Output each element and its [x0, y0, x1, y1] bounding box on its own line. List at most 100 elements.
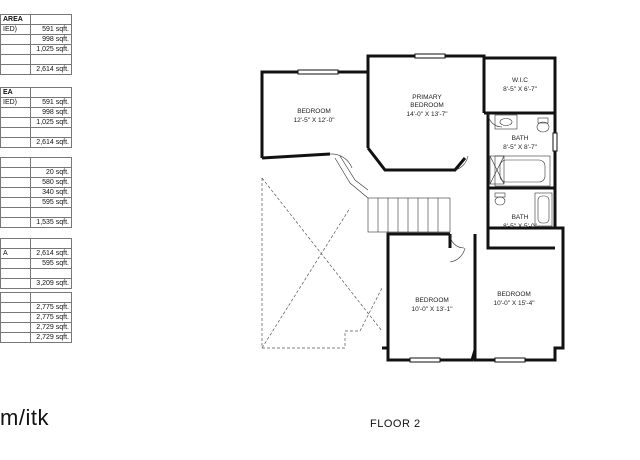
- area-table-title-value: [30, 238, 72, 249]
- area-label: [0, 167, 32, 178]
- area-value: 20 sqft.: [30, 167, 72, 178]
- area-value: 1,025 sqft.: [30, 117, 72, 128]
- area-label: [0, 268, 32, 279]
- area-label: [0, 44, 32, 55]
- area-value: 591 sqft.: [30, 24, 72, 35]
- area-value: 2,614 sqft.: [30, 64, 72, 75]
- area-table: 2,775 sqft.2,775 sqft.2,729 sqft.2,729 s…: [0, 292, 72, 343]
- area-label: [0, 54, 32, 65]
- table-row: 1,025 sqft.: [0, 117, 72, 128]
- area-label: IED): [0, 97, 32, 108]
- wic-name: W.I.C: [512, 77, 528, 84]
- area-value: 591 sqft.: [30, 97, 72, 108]
- table-row: [0, 54, 72, 65]
- area-value: 595 sqft.: [30, 197, 72, 208]
- table-row: 2,614 sqft.: [0, 137, 72, 148]
- area-value: 2,775 sqft.: [30, 312, 72, 323]
- area-table: 20 sqft.580 sqft.340 sqft.595 sqft. 1,535…: [0, 157, 72, 228]
- area-table-header: [0, 238, 72, 249]
- area-label: [0, 322, 32, 333]
- area-value: 2,729 sqft.: [30, 332, 72, 343]
- room-labels: BEDROOM 12'-5" X 12'-0" PRIMARY BEDROOM …: [293, 77, 537, 313]
- area-table-title: [0, 157, 32, 168]
- area-label: [0, 187, 32, 198]
- area-label: [0, 177, 32, 188]
- area-label: [0, 332, 32, 343]
- area-table-header: AREA: [0, 14, 72, 25]
- area-label: [0, 302, 32, 313]
- area-label: [0, 217, 32, 228]
- primary-name-1: PRIMARY: [412, 94, 442, 101]
- area-label: [0, 117, 32, 128]
- area-value: 2,729 sqft.: [30, 322, 72, 333]
- area-table-header: EA: [0, 87, 72, 98]
- area-label: IED): [0, 24, 32, 35]
- table-row: 998 sqft.: [0, 107, 72, 118]
- wic-dims: 8'-5" X 6'-7": [503, 86, 538, 93]
- area-value: [30, 54, 72, 65]
- area-table-title: [0, 238, 32, 249]
- area-table-title: [0, 292, 32, 303]
- floor-plan: BEDROOM 12'-5" X 12'-0" PRIMARY BEDROOM …: [260, 53, 565, 363]
- table-row: 580 sqft.: [0, 177, 72, 188]
- area-table-header: [0, 157, 72, 168]
- area-value: [30, 268, 72, 279]
- area-value: 2,614 sqft.: [30, 137, 72, 148]
- floor-label: FLOOR 2: [370, 418, 421, 430]
- bath1-name: BATH: [512, 135, 529, 142]
- open-below-outline: [261, 177, 383, 349]
- bedroom-sw-dims: 10'-0" X 13'-1": [411, 306, 453, 313]
- area-table-title-value: [30, 14, 72, 25]
- area-label: [0, 107, 32, 118]
- primary-name-2: BEDROOM: [410, 102, 444, 109]
- area-label: [0, 127, 32, 138]
- area-table-title: AREA: [0, 14, 32, 25]
- area-value: 595 sqft.: [30, 258, 72, 269]
- area-label: [0, 278, 32, 289]
- bedroom-se-name: BEDROOM: [497, 291, 531, 298]
- area-table-title-value: [30, 292, 72, 303]
- area-value: 3,209 sqft.: [30, 278, 72, 289]
- area-label: [0, 34, 32, 45]
- area-value: 1,025 sqft.: [30, 44, 72, 55]
- table-row: IED)591 sqft.: [0, 24, 72, 35]
- area-label: [0, 207, 32, 218]
- bedroom-sw-name: BEDROOM: [415, 297, 449, 304]
- table-row: 1,535 sqft.: [0, 217, 72, 228]
- area-value: 340 sqft.: [30, 187, 72, 198]
- area-value: 1,535 sqft.: [30, 217, 72, 228]
- table-row: 595 sqft.: [0, 258, 72, 269]
- area-label: A: [0, 248, 32, 259]
- area-table-title-value: [30, 157, 72, 168]
- bath-fixtures: [489, 114, 553, 227]
- area-value: 998 sqft.: [30, 107, 72, 118]
- area-label: [0, 312, 32, 323]
- area-table-title-value: [30, 87, 72, 98]
- table-row: 2,729 sqft.: [0, 322, 72, 333]
- table-row: 1,025 sqft.: [0, 44, 72, 55]
- brand-text: m/itk: [0, 405, 49, 430]
- windows: [297, 53, 558, 363]
- table-row: 2,775 sqft.: [0, 312, 72, 323]
- table-row: [0, 268, 72, 279]
- table-row: [0, 207, 72, 218]
- table-row: 20 sqft.: [0, 167, 72, 178]
- bedroom-nw-dims: 12'-5" X 12'-0": [293, 117, 335, 124]
- table-row: 998 sqft.: [0, 34, 72, 45]
- area-value: 2,775 sqft.: [30, 302, 72, 313]
- table-row: 3,209 sqft.: [0, 278, 72, 289]
- area-value: [30, 127, 72, 138]
- area-label: [0, 64, 32, 75]
- area-value: [30, 207, 72, 218]
- stairs: [334, 155, 451, 233]
- primary-dims: 14'-0" X 13'-7": [406, 111, 448, 118]
- bath2-dims: 8'-5" X 5'-0": [503, 223, 538, 230]
- table-row: IED)591 sqft.: [0, 97, 72, 108]
- area-label: [0, 137, 32, 148]
- area-table-title: EA: [0, 87, 32, 98]
- table-row: [0, 127, 72, 138]
